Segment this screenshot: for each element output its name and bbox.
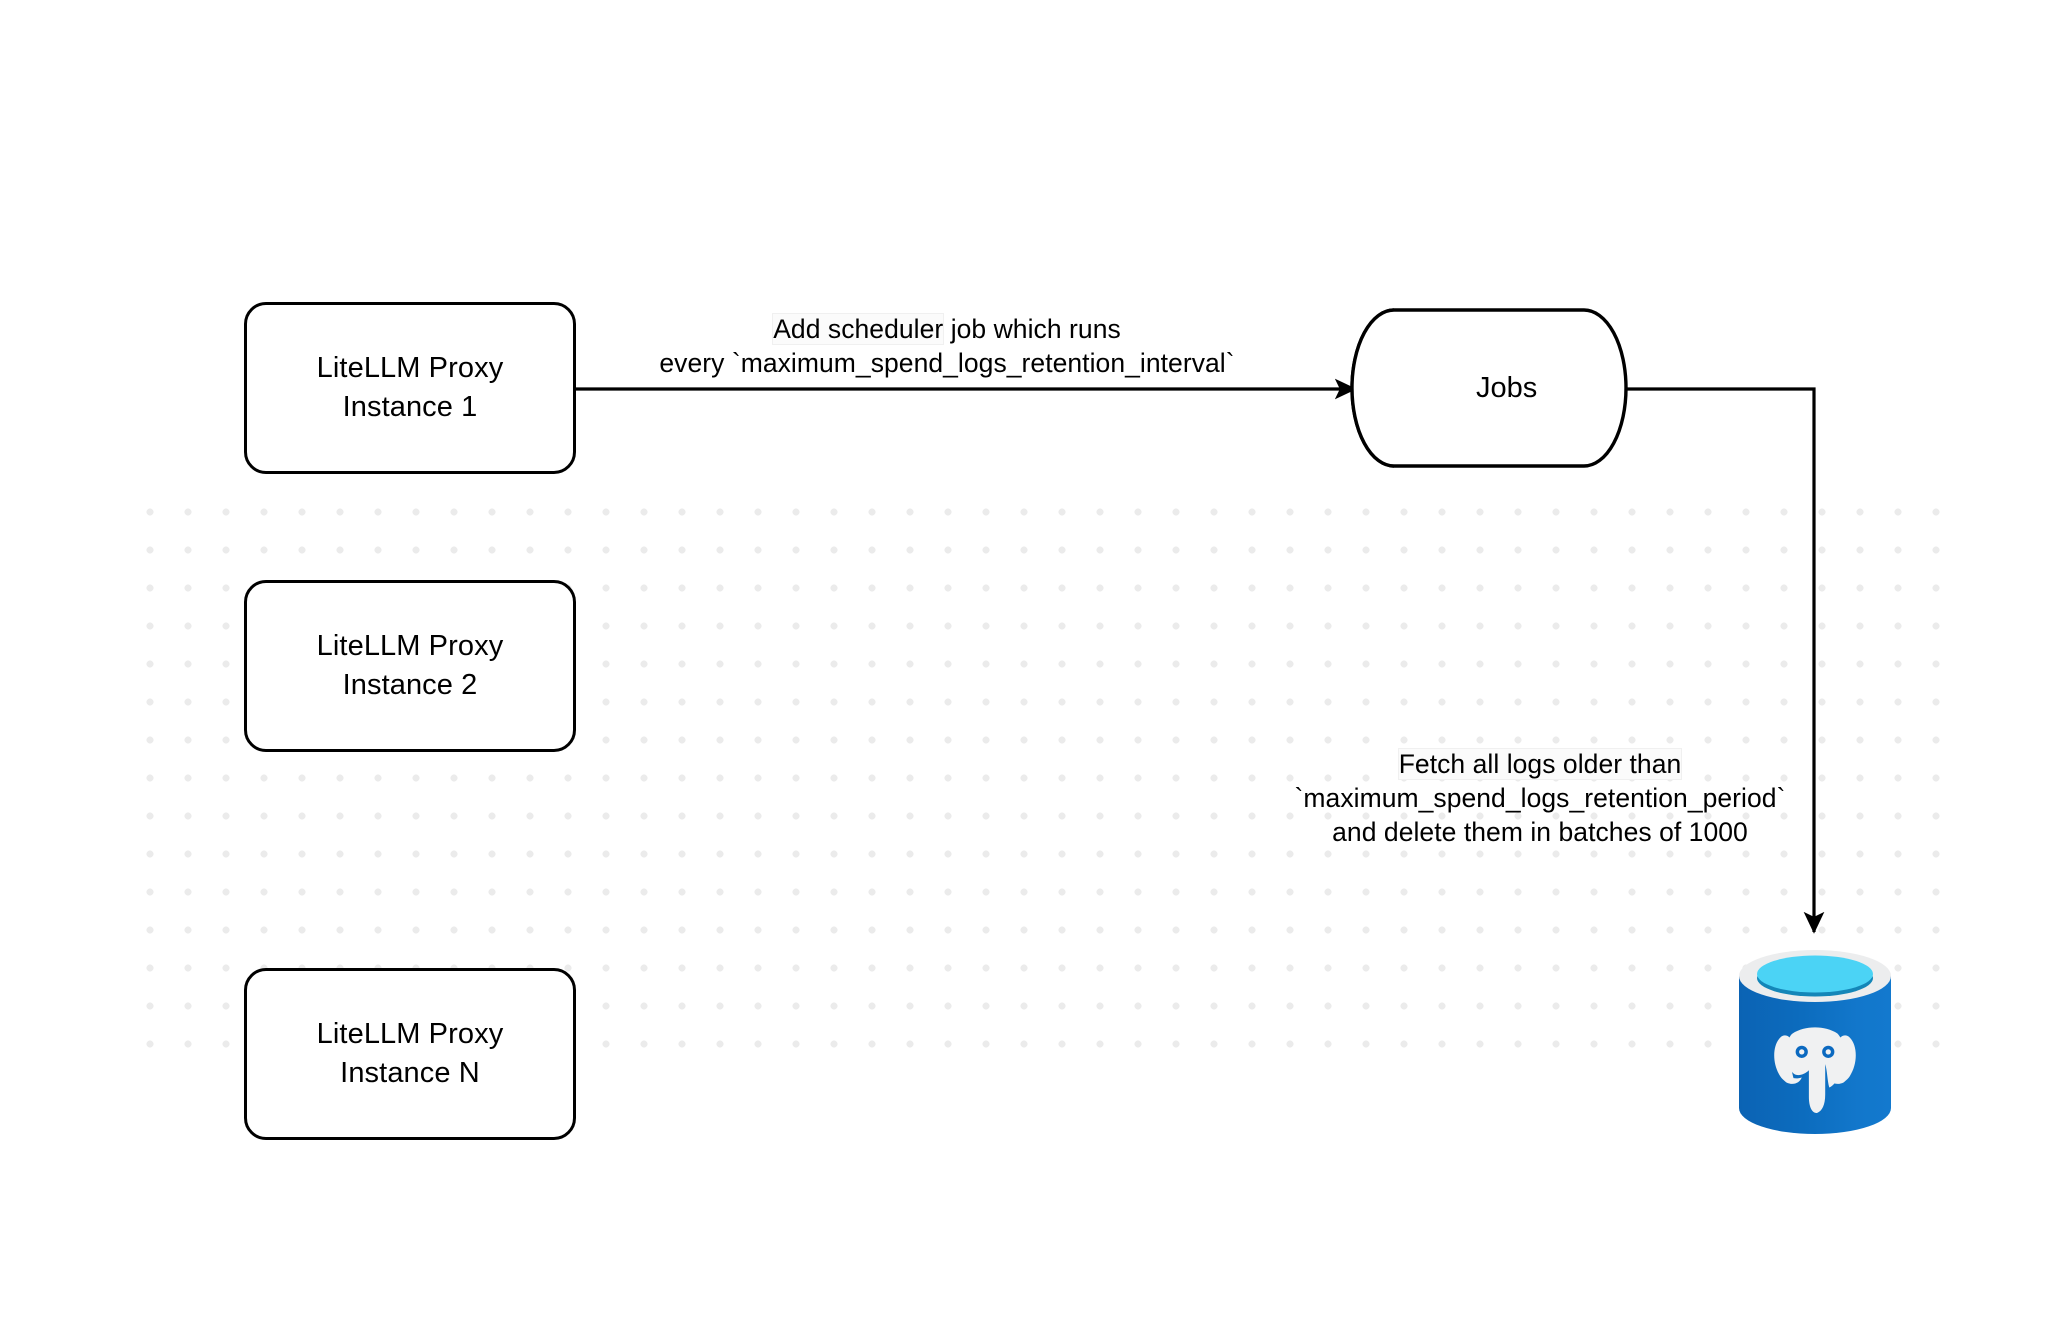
edge-label-fetch-delete-logs-line-2: `maximum_spend_logs_retention_period` [1294,782,1786,813]
edge-label-add-scheduler-job: Add scheduler job which runs every `maxi… [614,313,1280,381]
edge-label-add-scheduler-job-line-1: Add scheduler job which runs [772,313,1121,345]
node-proxy-instance-1-label-line-2: Instance 1 [342,391,478,423]
edge-label-fetch-delete-logs-line-1: Fetch all logs older than [1240,748,1840,782]
node-jobs-queue-label: Jobs [1476,372,1538,404]
connector-jobs-to-postgres [1626,387,1825,934]
node-proxy-instance-2-label-line-2: Instance 2 [342,669,478,701]
node-proxy-instance-n-label-line-1: LiteLLM Proxy [316,1018,504,1051]
edge-label-add-scheduler-job-line-2: every `maximum_spend_logs_retention_inte… [659,347,1235,378]
edge-label-fetch-delete-logs-line-3: and delete them in batches of 1000 [1332,816,1748,847]
edge-label-highlight-2: Fetch all logs older than [1397,748,1683,780]
node-proxy-instance-n-label-line-2: Instance N [340,1057,480,1089]
node-proxy-instance-2-label-line-1: LiteLLM Proxy [316,630,504,663]
node-proxy-instance-1-label-line-1: LiteLLM Proxy [316,352,504,385]
postgresql-database-icon [1739,950,1891,1134]
edge-label-fetch-delete-logs: Fetch all logs older than `maximum_spend… [1240,748,1840,850]
edge-label-highlight-1: Add scheduler [772,313,945,345]
node-proxy-instance-n[interactable]: LiteLLM Proxy Instance N [244,968,576,1140]
node-proxy-instance-2[interactable]: LiteLLM Proxy Instance 2 [244,580,576,752]
node-proxy-instance-1[interactable]: LiteLLM Proxy Instance 1 [244,302,576,474]
jobs-cylinder-shape [1350,308,1628,468]
